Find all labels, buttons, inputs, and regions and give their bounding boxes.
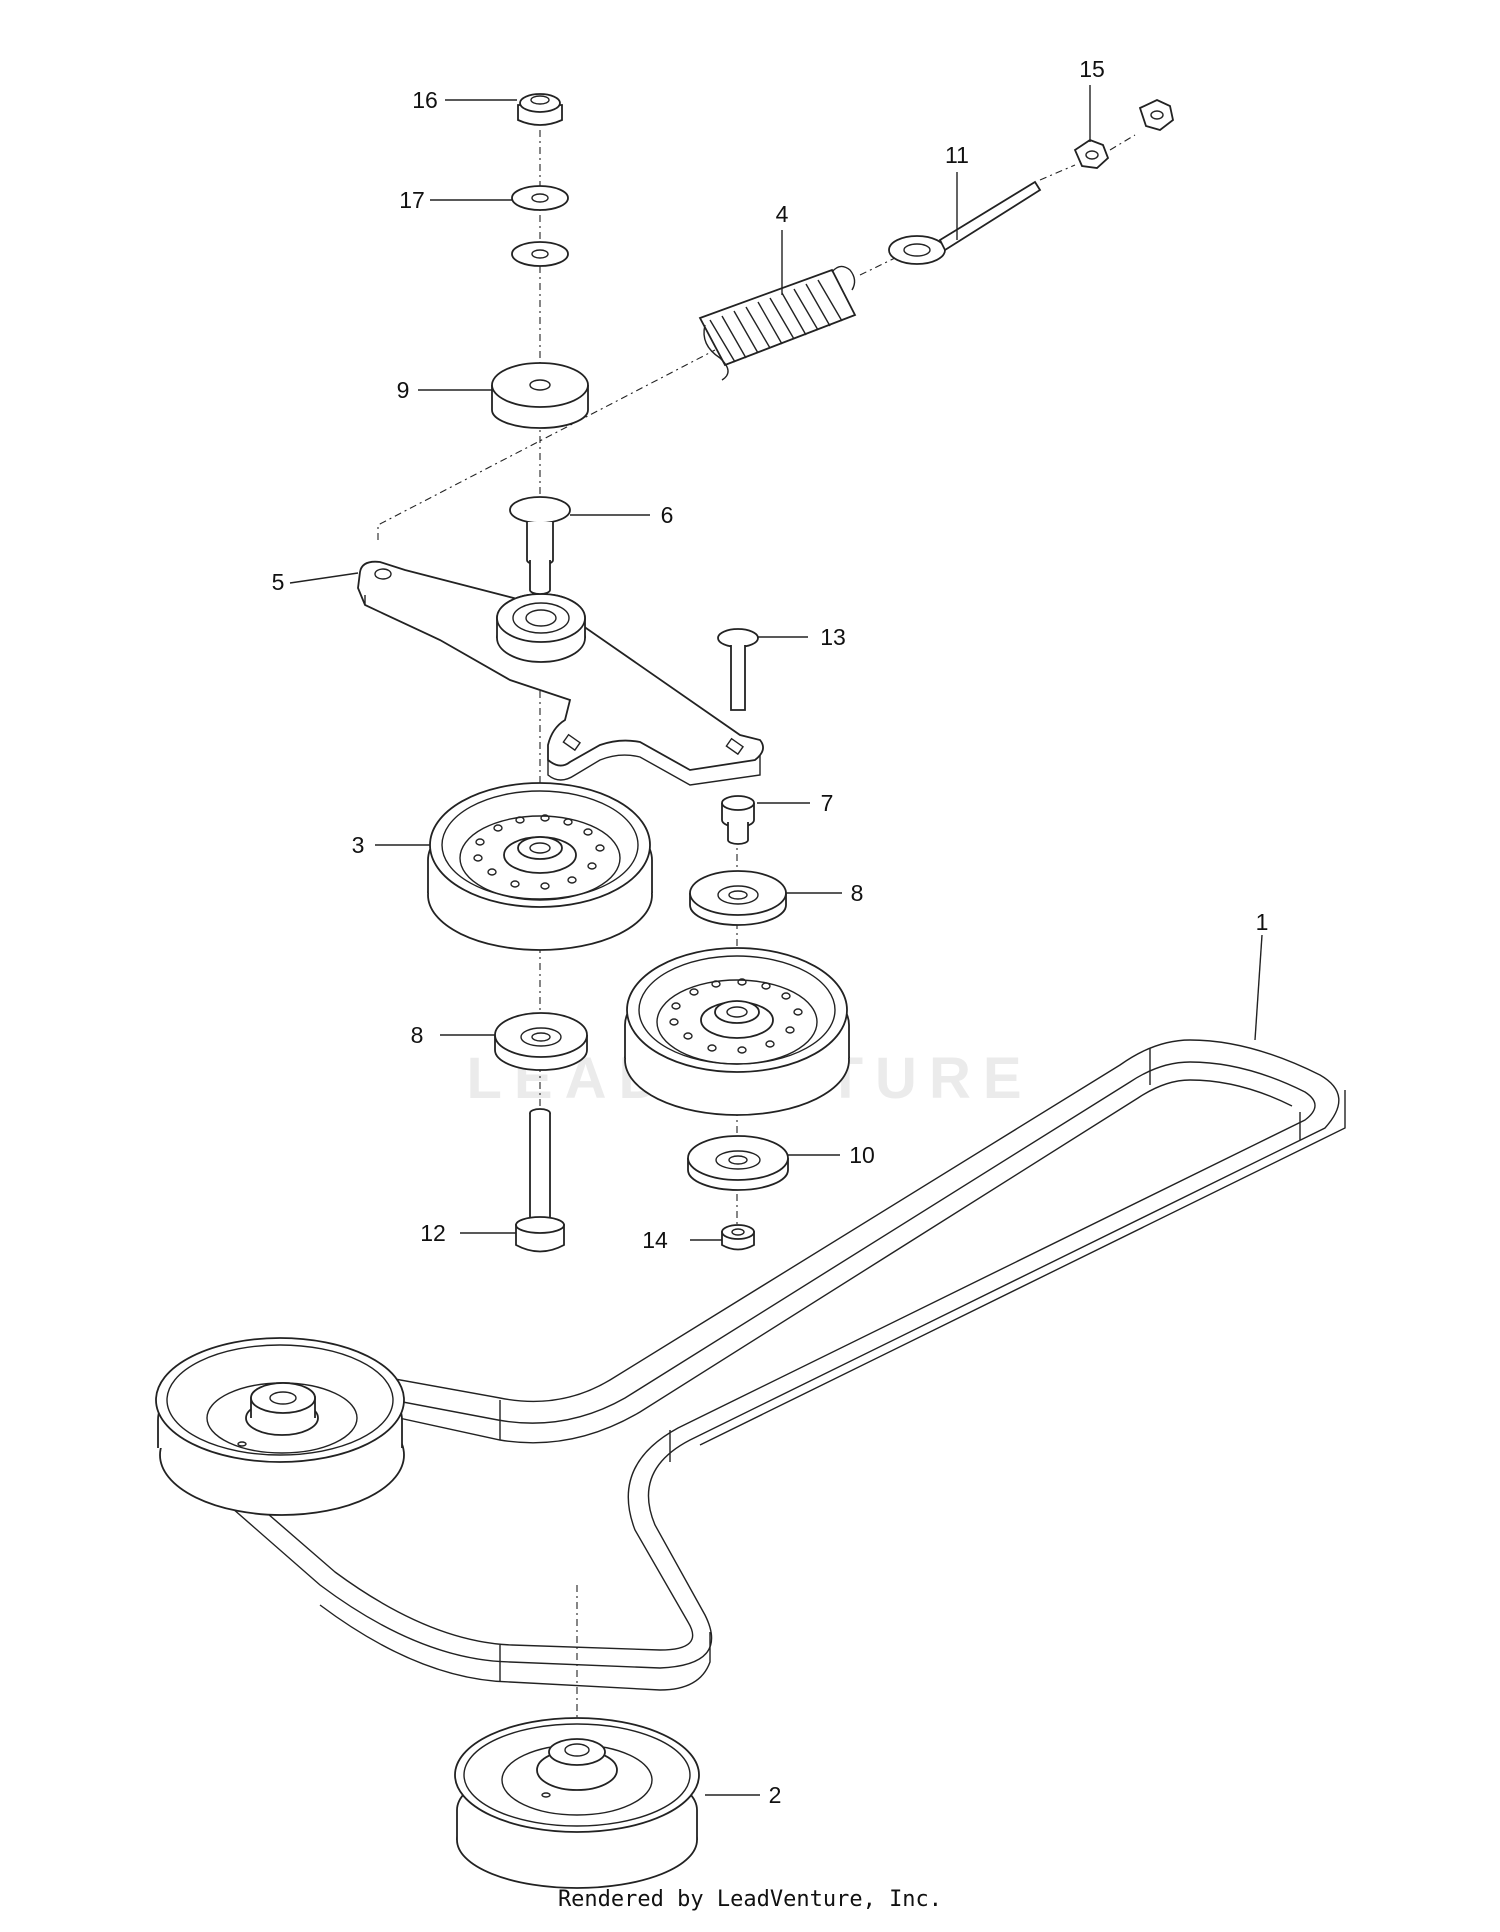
callout-17: 17	[399, 187, 425, 213]
part-9-bushing	[491, 362, 589, 429]
idler-pulley-right	[624, 947, 850, 1116]
callout-15: 15	[1079, 56, 1105, 82]
part-8-flange-left	[494, 1012, 588, 1071]
part-7-bushing	[721, 795, 755, 845]
callout-6: 6	[661, 502, 674, 528]
callout-8-right: 8	[851, 880, 864, 906]
callout-13: 13	[820, 624, 846, 650]
callout-12: 12	[420, 1220, 446, 1246]
part-1-belt	[199, 1039, 1346, 1691]
callout-labels: 1 2 3 4 5 6 7 8 8 9 10 11 12 13 14 15 16…	[272, 56, 1269, 1808]
render-credit: Rendered by LeadVenture, Inc.	[557, 1887, 943, 1912]
callout-11: 11	[945, 142, 969, 168]
callout-9: 9	[397, 377, 410, 403]
callout-3: 3	[352, 832, 365, 858]
part-5-idler-arm	[357, 560, 764, 786]
callout-16: 16	[412, 87, 438, 113]
part-12-bolt	[515, 1108, 565, 1253]
callout-8-left: 8	[411, 1022, 424, 1048]
leader-lines	[289, 85, 1263, 1796]
part-4-spring	[698, 265, 857, 381]
part-14-nut	[721, 1224, 755, 1251]
callout-4: 4	[776, 201, 789, 227]
callout-5: 5	[272, 569, 285, 595]
part-13-carriage-bolt	[717, 628, 759, 711]
callout-2: 2	[769, 1782, 782, 1808]
part-16-lock-nut	[517, 93, 563, 126]
deck-pulley	[155, 1337, 405, 1516]
part-6-spacer	[509, 496, 571, 595]
part-8-flange-right	[689, 870, 787, 926]
part-15-nut	[1073, 99, 1174, 169]
callout-10: 10	[849, 1142, 875, 1168]
part-10-flange	[687, 1135, 789, 1191]
callout-1: 1	[1256, 909, 1269, 935]
part-2-drive-pulley	[454, 1717, 700, 1889]
callout-14: 14	[642, 1227, 668, 1253]
callout-7: 7	[821, 790, 834, 816]
part-11-eye-bolt	[888, 180, 1042, 265]
part-17-washers	[511, 185, 569, 267]
part-3-idler-pulley	[427, 782, 653, 951]
